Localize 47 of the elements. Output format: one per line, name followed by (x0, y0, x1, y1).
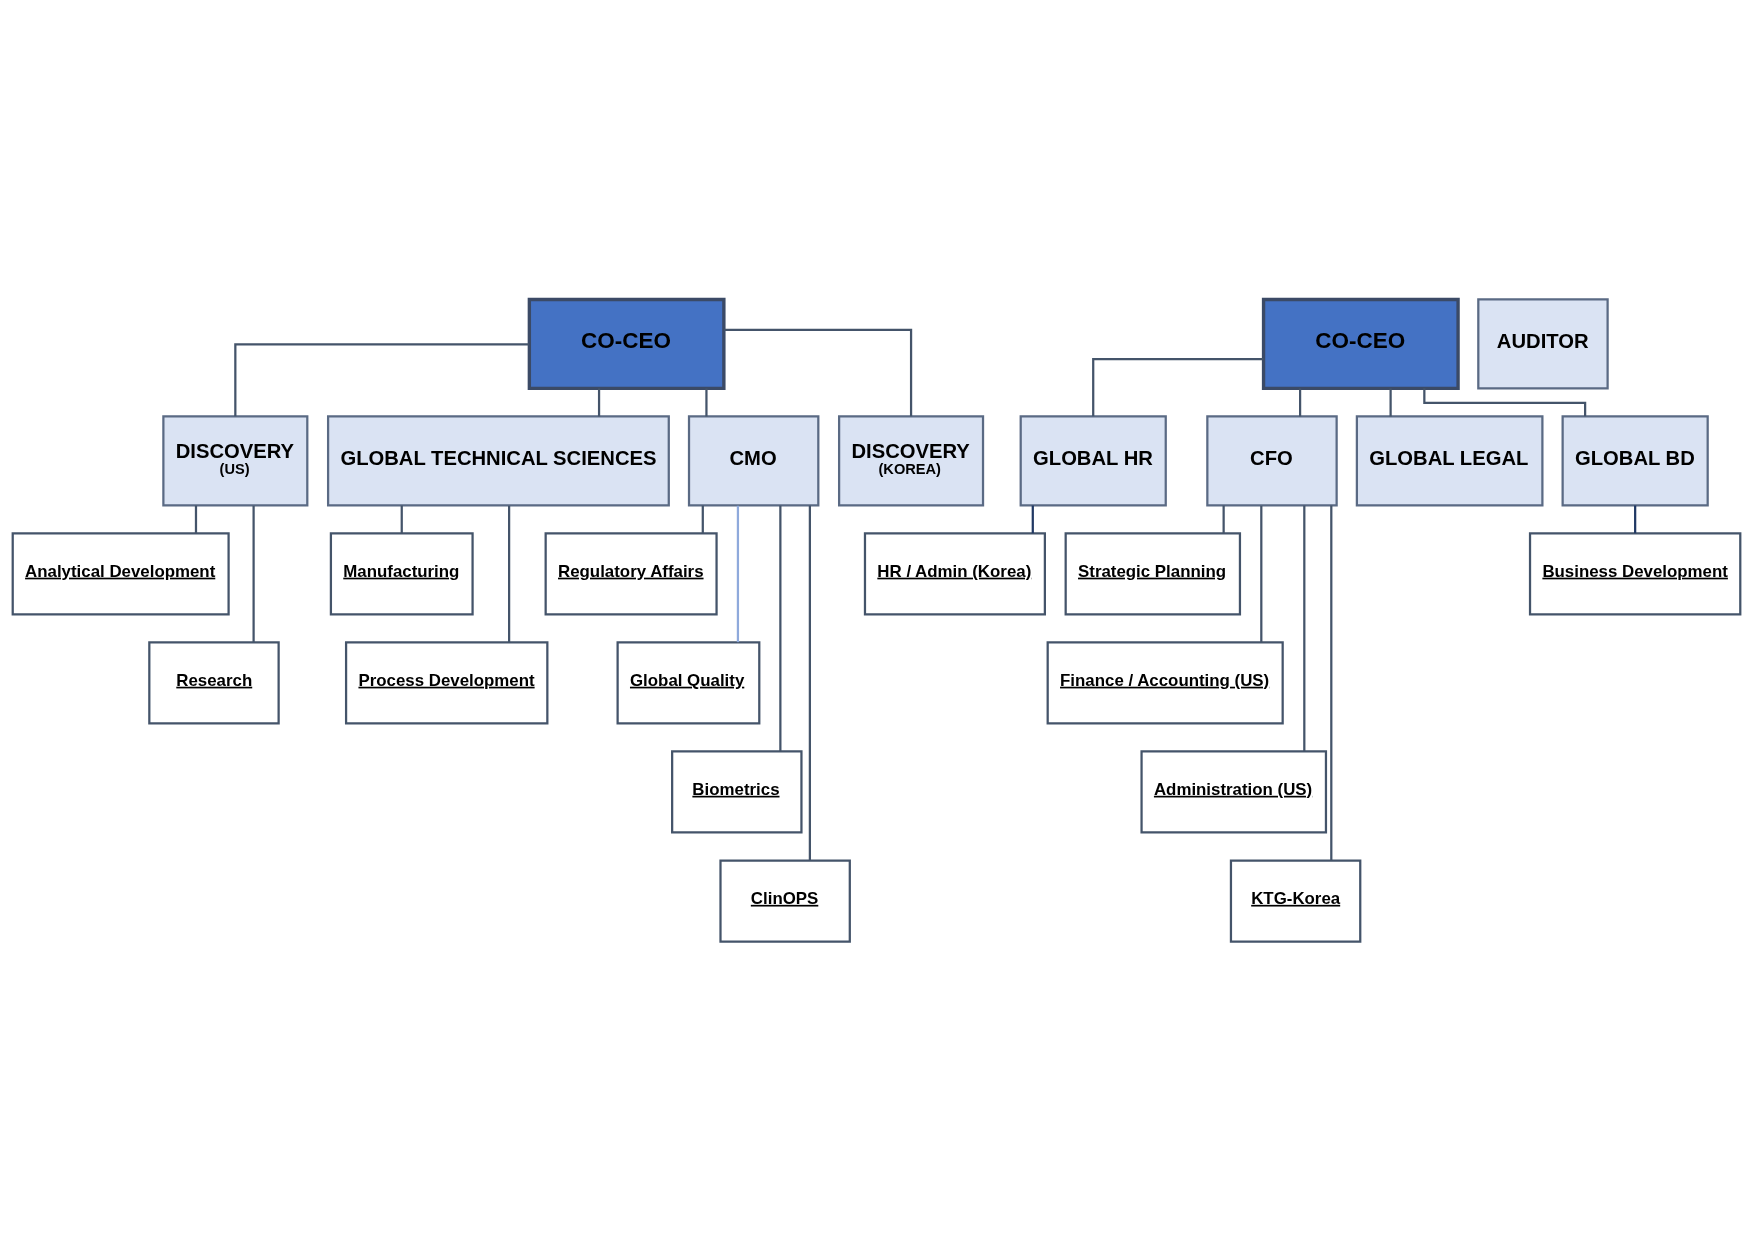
node-box: HR / Admin (Korea) (863, 531, 1046, 615)
connector (1092, 357, 1264, 416)
connector (508, 505, 511, 642)
connector (1423, 387, 1587, 416)
node-box: KTG-Korea (1229, 858, 1362, 943)
node-box: Research (148, 640, 280, 724)
node-box: GLOBAL HR (1019, 414, 1167, 506)
node-box: Administration (US) (1140, 749, 1328, 834)
node-box: Biometrics (671, 749, 803, 834)
connector (252, 505, 255, 642)
node-box: DISCOVERY (US) (162, 414, 309, 506)
connector (400, 505, 403, 533)
connector (701, 505, 704, 533)
node-box: CO-CEO (1261, 297, 1460, 390)
connector (1222, 505, 1225, 533)
connector (779, 505, 782, 751)
connector (1031, 505, 1034, 533)
node-box: Business Development (1528, 531, 1742, 615)
connector (1260, 505, 1263, 642)
connector (597, 387, 601, 416)
node-box: Process Development (344, 640, 549, 724)
connector (1634, 505, 1637, 533)
node-box: CMO (687, 414, 820, 506)
node-box: Global Quality (616, 640, 761, 724)
node-box: GLOBAL BD (1561, 414, 1709, 506)
node-box: CO-CEO (527, 297, 726, 390)
node-box: DISCOVERY (KOREA) (838, 414, 985, 506)
connector (736, 505, 740, 642)
connector (1298, 387, 1302, 416)
node-box: Manufacturing (329, 531, 474, 615)
node-box: Regulatory Affairs (544, 531, 718, 615)
node-box: Strategic Planning (1064, 531, 1242, 615)
connector (234, 342, 529, 416)
connector (808, 504, 811, 860)
node-box: GLOBAL TECHNICAL SCIENCES (326, 414, 670, 506)
node-box: Analytical Development (11, 531, 230, 615)
node-box: CFO (1206, 414, 1338, 506)
node-box: AUDITOR (1477, 297, 1609, 389)
connector (705, 387, 708, 416)
connector (1303, 505, 1306, 751)
connector (1389, 387, 1392, 416)
connector (1330, 504, 1333, 860)
node-box: Finance / Accounting (US) (1046, 640, 1284, 724)
node-box: GLOBAL LEGAL (1355, 414, 1544, 506)
node-box: ClinOPS (719, 858, 851, 943)
connector (724, 328, 913, 416)
connector (194, 505, 198, 533)
